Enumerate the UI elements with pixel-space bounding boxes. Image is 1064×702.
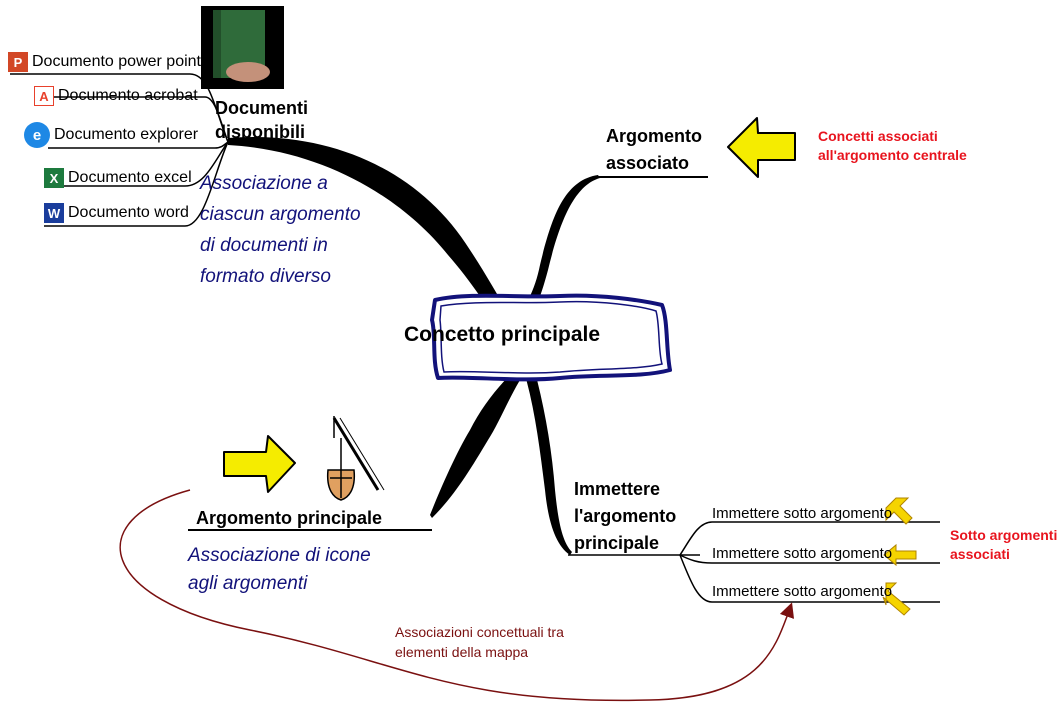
document-item-label: Documento acrobat bbox=[58, 87, 198, 104]
relationship-label[interactable]: Associazioni concettuali tra elementi de… bbox=[391, 622, 568, 662]
small-arrow-left-icon bbox=[883, 543, 917, 567]
central-node-shape bbox=[430, 293, 672, 382]
insert-topic-title[interactable]: Immettere l'argomento principale bbox=[574, 479, 677, 553]
document-item-label: Documento word bbox=[68, 204, 189, 221]
main-topic-title[interactable]: Argomento principale bbox=[196, 508, 383, 528]
document-item-label: Documento excel bbox=[68, 169, 192, 186]
document-item-word[interactable]: W Documento word bbox=[44, 203, 189, 223]
yellow-arrow-left-icon bbox=[727, 117, 796, 178]
subtopic-branches bbox=[679, 521, 940, 603]
word-icon: W bbox=[44, 203, 64, 223]
branch-main-topic bbox=[430, 375, 520, 518]
document-item-excel[interactable]: X Documento excel bbox=[44, 168, 192, 188]
document-branches bbox=[10, 73, 229, 227]
small-arrow-up-left-icon bbox=[882, 582, 911, 616]
document-item-label: Documento power point bbox=[32, 53, 201, 70]
excel-icon: X bbox=[44, 168, 64, 188]
subtopics-note: Sotto argomenti associati bbox=[950, 527, 1058, 562]
relationship-curve[interactable] bbox=[119, 489, 795, 702]
internet-explorer-icon: e bbox=[24, 122, 50, 148]
main-topic-note: Associazione di icone agli argomenti bbox=[188, 545, 371, 594]
document-item-powerpoint[interactable]: P Documento power point bbox=[8, 52, 201, 72]
documents-note: Associazione a ciascun argomento di docu… bbox=[200, 173, 361, 287]
crane-weight-icon bbox=[326, 416, 385, 501]
documents-title[interactable]: Documenti disponibili bbox=[215, 98, 309, 142]
central-concept-label[interactable]: Concetto principale bbox=[404, 323, 601, 346]
associated-note: Concetti associati all'argomento central… bbox=[818, 128, 967, 163]
powerpoint-icon: P bbox=[8, 52, 28, 72]
small-arrow-down-left-icon bbox=[885, 497, 913, 525]
branch-insert bbox=[525, 372, 572, 555]
document-item-explorer[interactable]: e Documento explorer bbox=[24, 122, 198, 148]
acrobat-icon: A bbox=[34, 86, 54, 106]
associated-topic-title[interactable]: Argomento associato bbox=[606, 126, 702, 173]
yellow-arrow-right-icon bbox=[223, 435, 296, 493]
branch-documents bbox=[228, 136, 520, 335]
document-item-label: Documento explorer bbox=[54, 126, 199, 143]
book-in-hand-icon bbox=[201, 6, 284, 89]
document-item-acrobat[interactable]: A Documento acrobat bbox=[34, 86, 198, 106]
subtopic-3[interactable]: Immettere sotto argomento bbox=[712, 583, 893, 600]
subtopic-1[interactable]: Immettere sotto argomento bbox=[712, 505, 893, 522]
subtopic-2[interactable]: Immettere sotto argomento bbox=[712, 545, 893, 562]
